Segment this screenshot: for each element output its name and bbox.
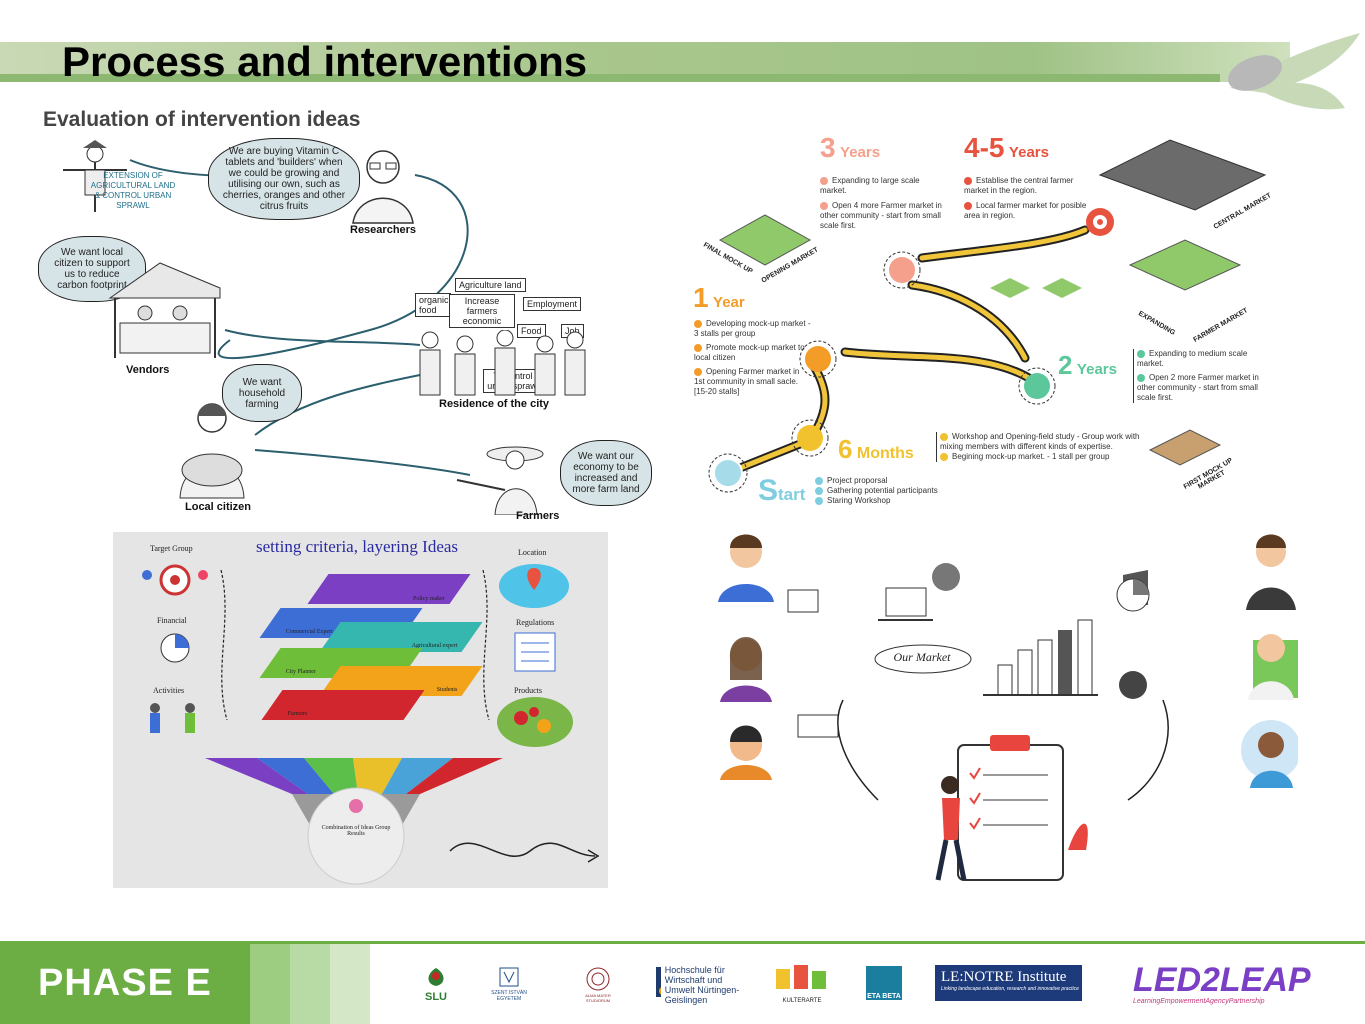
scarecrow-icon bbox=[63, 140, 127, 212]
kulterarte-logo: KULTERARTE bbox=[774, 965, 830, 1004]
timeline-path bbox=[708, 139, 1267, 493]
szent-istvan-logo: SZENT ISTVÁN EGYETEM bbox=[486, 966, 532, 1002]
protest-sign: Food bbox=[517, 324, 546, 338]
researchers-label: Researchers bbox=[350, 224, 417, 236]
phase-stripe bbox=[290, 944, 330, 1024]
farmers-speech-bubble: We want our economy to be increased and … bbox=[560, 440, 652, 506]
four-five-years-heading: 4-5 Years bbox=[964, 132, 1049, 163]
protest-sign: Employment bbox=[523, 297, 582, 311]
hfwu-emblem-icon bbox=[656, 967, 661, 997]
market-sketch-panel bbox=[718, 534, 1298, 881]
scarecrow-sign: EXTENSION OF AGRICULTURAL LAND & CONTROL… bbox=[90, 171, 176, 210]
slu-logo: SLU bbox=[418, 966, 454, 1003]
one-year-items: Developing mock-up market - 3 stalls per… bbox=[694, 319, 811, 396]
citizen-label: Local citizen bbox=[185, 501, 252, 513]
layer-arrows bbox=[220, 569, 490, 721]
criteria-label: Products bbox=[514, 686, 542, 695]
residence-label: Residence of the city bbox=[439, 398, 550, 410]
phase-banner bbox=[0, 944, 250, 1024]
one-year-heading: 1 Year bbox=[693, 282, 745, 313]
protest-sign: organic food bbox=[415, 293, 451, 317]
bologna-seal-icon bbox=[586, 967, 610, 991]
phase-stripe bbox=[330, 944, 370, 1024]
leaf-icon bbox=[1228, 33, 1360, 110]
szent-istvan-emblem-icon bbox=[499, 967, 519, 987]
farmers-label: Farmers bbox=[516, 510, 560, 522]
footer-divider bbox=[0, 941, 1365, 944]
layer-policy-maker: Policy maker bbox=[307, 574, 471, 604]
phase-stripe bbox=[250, 944, 290, 1024]
criteria-title: setting criteria, layering Ideas bbox=[256, 537, 459, 556]
criteria-label: Activities bbox=[153, 686, 185, 695]
our-market-label: Our Market bbox=[893, 650, 951, 664]
six-months-items: Workshop and Opening-field study - Group… bbox=[936, 432, 1160, 462]
vendor-stall-icon bbox=[108, 262, 221, 358]
four-five-years-items: Establise the central farmer market in t… bbox=[964, 176, 1087, 220]
start-items: Project proporsal Gathering potential pa… bbox=[815, 476, 965, 506]
farmer-figure-icon bbox=[456, 446, 544, 515]
bologna-logo: ALMA MATER STUDIORUM bbox=[574, 966, 622, 1003]
protest-sign: Increase farmers economic bbox=[449, 294, 515, 328]
lenotre-logo: LE:NOTRE Institute Linking landscape edu… bbox=[935, 965, 1082, 1001]
funnel-result-label: Combination of Ideas Group Results bbox=[321, 825, 391, 837]
criteria-label: Location bbox=[518, 548, 547, 557]
slu-leaf-icon bbox=[428, 968, 444, 986]
financial-icon bbox=[160, 633, 190, 663]
led2leap-logo: LED2LEAP LearningEmpowermentAgencyPartne… bbox=[1133, 961, 1311, 1005]
protest-sign: Agriculture land bbox=[455, 278, 526, 292]
target-group-icon bbox=[142, 564, 208, 596]
protest-crowd-icon bbox=[419, 330, 586, 396]
activities-icon bbox=[150, 703, 195, 733]
two-years-heading: 2 Years bbox=[1058, 350, 1117, 380]
hfwu-logo: Hochschule für Wirtschaft und Umwelt Nür… bbox=[654, 965, 746, 1005]
vendors-label: Vendors bbox=[126, 364, 170, 376]
three-years-items: Expanding to large scale market. Open 4 … bbox=[820, 176, 942, 230]
researcher-figure-icon bbox=[352, 150, 414, 224]
two-years-items: Expanding to medium scale market. Open 2… bbox=[1133, 349, 1265, 403]
citizen-with-basket-icon bbox=[179, 403, 245, 499]
eta-beta-logo: ETA BETA bbox=[866, 966, 902, 1000]
page-title: Process and interventions bbox=[62, 38, 588, 85]
criteria-label: Target Group bbox=[150, 544, 193, 553]
start-heading: Start bbox=[758, 474, 806, 507]
section-subtitle: Evaluation of intervention ideas bbox=[43, 108, 361, 131]
three-years-heading: 3 Years bbox=[820, 132, 881, 163]
kulterarte-emblem-icon bbox=[776, 965, 826, 989]
regulations-icon bbox=[514, 632, 556, 672]
layer-farmers: Farmers bbox=[261, 690, 425, 720]
title-banner-stripe bbox=[0, 74, 1220, 82]
researchers-speech-bubble: We are buying Vitamin C tablets and 'bui… bbox=[208, 138, 360, 220]
citizen-speech-bubble: We want household farming bbox=[222, 364, 302, 422]
six-months-heading: 6 Months bbox=[838, 434, 914, 464]
location-icon bbox=[499, 564, 569, 608]
criteria-label: Financial bbox=[157, 616, 187, 625]
phase-label: PHASE E bbox=[38, 962, 212, 1004]
criteria-label: Regulations bbox=[516, 618, 555, 627]
products-icon bbox=[497, 697, 573, 747]
ideas-funnel bbox=[205, 758, 600, 885]
